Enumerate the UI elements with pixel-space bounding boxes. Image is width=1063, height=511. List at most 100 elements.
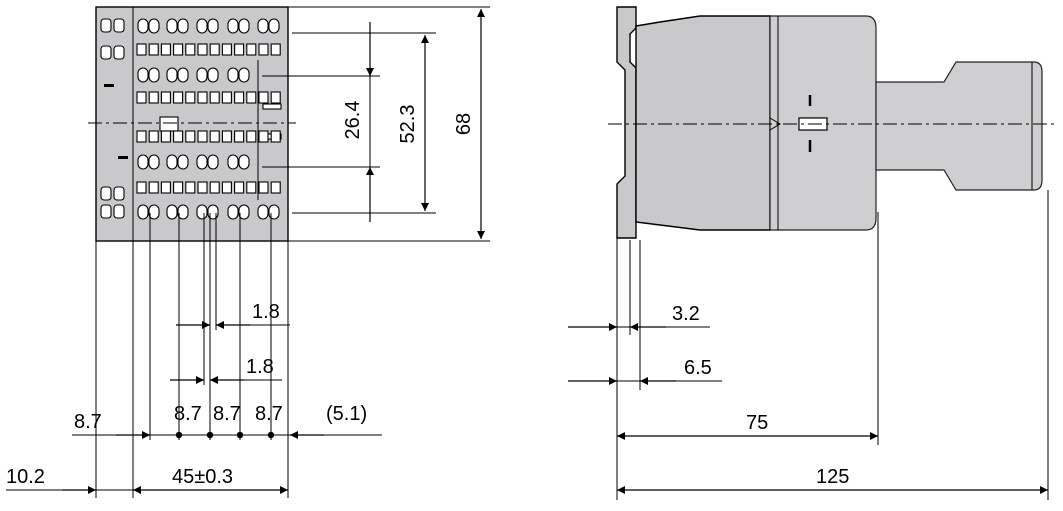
- terminal-slot: [148, 130, 159, 143]
- terminal-screw: [227, 154, 239, 170]
- terminal-screw: [166, 204, 178, 220]
- side-housing: [635, 15, 771, 231]
- terminal-screw: [238, 204, 250, 220]
- dim-label-3-2: 3.2: [672, 303, 700, 325]
- terminal-slot: [246, 43, 257, 56]
- terminal-slot: [221, 91, 232, 104]
- terminal-screw: [268, 18, 280, 34]
- terminal-screw: [227, 204, 239, 220]
- terminal-screw: [207, 154, 219, 170]
- terminal-slot: [221, 130, 232, 143]
- terminal-screw: [177, 67, 189, 83]
- terminal-slot: [258, 181, 269, 194]
- terminal-slot: [160, 43, 171, 56]
- terminal-slot: [160, 181, 171, 194]
- terminal-slot: [148, 181, 159, 194]
- terminal-slot: [160, 91, 171, 104]
- terminal-slot: [270, 91, 281, 104]
- side-view: [616, 6, 1043, 239]
- terminal-screw: [113, 45, 125, 60]
- terminal-screw: [113, 204, 125, 219]
- terminal-screw: [238, 67, 250, 83]
- terminal-slot: [185, 181, 196, 194]
- terminal-slot: [173, 130, 184, 143]
- terminal-screw: [238, 154, 250, 170]
- terminal-slot: [173, 91, 184, 104]
- front-housing: [95, 6, 289, 242]
- dim-label-6-5: 6.5: [684, 357, 712, 379]
- terminal-screw: [196, 204, 208, 220]
- din-rail-clip: [616, 6, 637, 239]
- terminal-screw: [257, 204, 269, 220]
- dim-label-8-7-b: 8.7: [213, 403, 241, 425]
- terminal-slot: [197, 181, 208, 194]
- terminal-slot: [246, 130, 257, 143]
- terminal-screw: [137, 67, 149, 83]
- terminal-slot: [221, 43, 232, 56]
- dim-label-1-8-lower: 1.8: [246, 356, 274, 378]
- dim-label-52-3: 52.3: [397, 105, 419, 144]
- terminal-screw: [177, 204, 189, 220]
- terminal-slot: [221, 181, 232, 194]
- terminal-slot: [234, 181, 245, 194]
- terminal-slot: [246, 181, 257, 194]
- terminal-screw: [207, 18, 219, 34]
- terminal-screw: [257, 18, 269, 34]
- terminal-screw: [148, 18, 160, 34]
- label-window: [159, 116, 179, 132]
- terminal-slot: [246, 91, 257, 104]
- terminal-screw: [227, 18, 239, 34]
- front-view: [95, 6, 289, 242]
- terminal-slot: [160, 130, 171, 143]
- terminal-slot: [197, 43, 208, 56]
- dim-label-8-7-c: 8.7: [255, 403, 283, 425]
- terminal-slot: [136, 130, 147, 143]
- terminal-screw: [148, 204, 160, 220]
- terminal-screw: [207, 67, 219, 83]
- terminal-screw: [137, 18, 149, 34]
- dim-label-10-2: 10.2: [6, 466, 45, 488]
- terminal-slot: [136, 91, 147, 104]
- dim-label-125: 125: [816, 466, 849, 488]
- terminal-slot: [234, 91, 245, 104]
- terminal-screw: [177, 18, 189, 34]
- terminal-slot: [209, 181, 220, 194]
- terminal-screw: [227, 67, 239, 83]
- terminal-screw: [196, 67, 208, 83]
- terminal-screw: [177, 154, 189, 170]
- actuator-neck: [875, 61, 1043, 191]
- terminal-slot: [185, 43, 196, 56]
- terminal-screw: [100, 204, 112, 219]
- dim-label-68: 68: [453, 113, 475, 135]
- terminal-screw: [238, 18, 250, 34]
- terminal-slot: [136, 181, 147, 194]
- terminal-screw: [166, 154, 178, 170]
- terminal-screw: [137, 204, 149, 220]
- terminal-screw: [100, 186, 112, 201]
- dim-label-8-7-a: 8.7: [174, 403, 202, 425]
- terminal-slot: [209, 130, 220, 143]
- terminal-slot: [173, 181, 184, 194]
- terminal-screw: [113, 18, 125, 33]
- terminal-screw: [137, 154, 149, 170]
- dim-label-8-7-left: 8.7: [74, 411, 102, 433]
- terminal-screw: [166, 67, 178, 83]
- terminal-slot: [258, 130, 269, 143]
- terminal-slot: [136, 43, 147, 56]
- terminal-slot: [209, 91, 220, 104]
- terminal-slot: [258, 91, 269, 104]
- terminal-slot: [234, 130, 245, 143]
- terminal-screw: [166, 18, 178, 34]
- terminal-screw: [148, 67, 160, 83]
- terminal-screw: [148, 154, 160, 170]
- terminal-slot: [270, 130, 281, 143]
- terminal-slot: [148, 91, 159, 104]
- dim-label-5-1: (5.1): [326, 403, 367, 425]
- terminal-slot: [270, 181, 281, 194]
- terminal-slot: [173, 43, 184, 56]
- terminal-screw: [113, 186, 125, 201]
- terminal-slot: [197, 130, 208, 143]
- terminal-slot: [185, 91, 196, 104]
- terminal-screw: [196, 18, 208, 34]
- terminal-slot: [258, 43, 269, 56]
